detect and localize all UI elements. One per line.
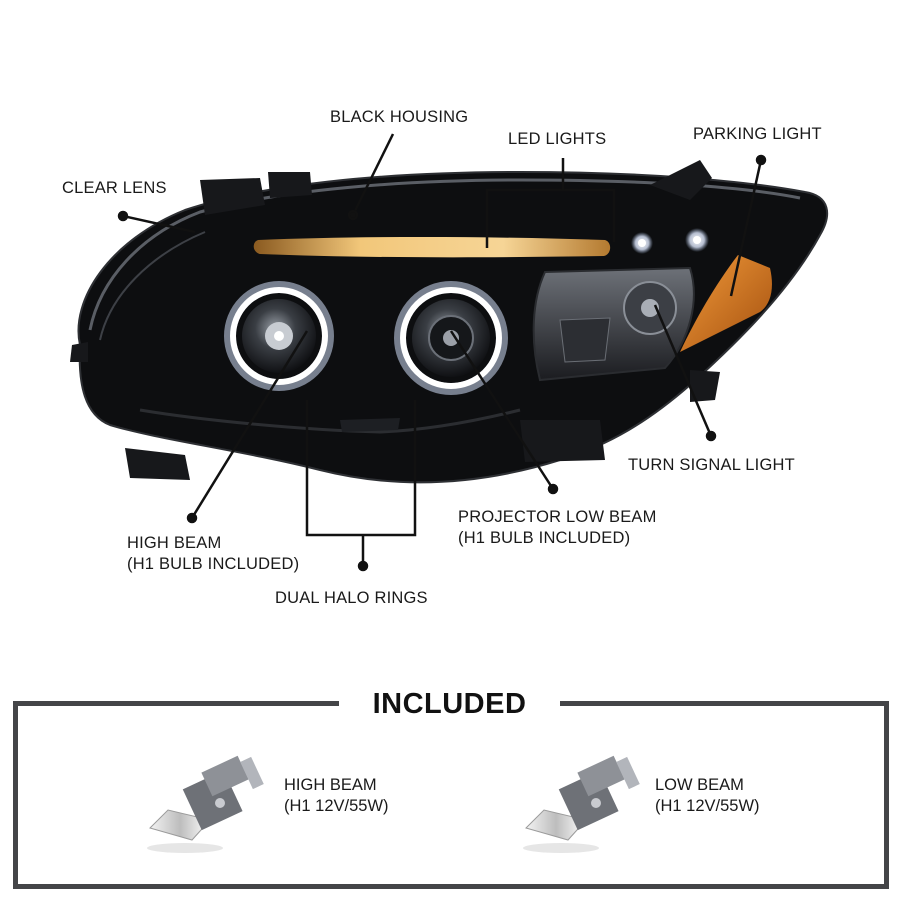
included-item-low-beam: LOW BEAM (H1 12V/55W) xyxy=(655,775,760,817)
label-turn-signal-light: TURN SIGNAL LIGHT xyxy=(628,456,795,474)
included-item-line1: LOW BEAM xyxy=(655,776,744,794)
low-beam-halo xyxy=(400,287,502,389)
leader-high-beam xyxy=(190,330,309,519)
included-item-line2: (H1 12V/55W) xyxy=(655,797,760,815)
included-frame-top-left xyxy=(13,701,339,706)
leader-led-lights xyxy=(485,188,616,248)
included-item-line1: HIGH BEAM xyxy=(284,776,377,794)
label-high-beam-line1: HIGH BEAM xyxy=(127,534,222,552)
label-high-beam: HIGH BEAM (H1 BULB INCLUDED) xyxy=(127,533,299,575)
leader-dual-halo xyxy=(305,400,417,537)
label-black-housing: BLACK HOUSING xyxy=(330,108,469,126)
led-strip xyxy=(253,237,611,258)
label-led-lights: LED LIGHTS xyxy=(508,130,607,148)
label-projector-low-beam: PROJECTOR LOW BEAM (H1 BULB INCLUDED) xyxy=(458,507,657,549)
label-high-beam-line2: (H1 BULB INCLUDED) xyxy=(127,555,300,573)
included-title: INCLUDED xyxy=(372,688,527,720)
included-frame xyxy=(13,706,889,889)
label-projector-line1: PROJECTOR LOW BEAM xyxy=(458,508,657,526)
h1-bulb-icon xyxy=(523,755,640,853)
label-projector-line2: (H1 BULB INCLUDED) xyxy=(458,529,631,547)
included-frame-top-right xyxy=(560,701,889,706)
included-item-high-beam: HIGH BEAM (H1 12V/55W) xyxy=(284,775,389,817)
leader-parking-light xyxy=(729,159,763,297)
leader-clear-lens xyxy=(122,214,196,234)
leader-turn-signal xyxy=(653,304,713,437)
label-parking-light: PARKING LIGHT xyxy=(693,125,822,143)
included-item-line2: (H1 12V/55W) xyxy=(284,797,389,815)
label-dual-halo-rings: DUAL HALO RINGS xyxy=(275,589,428,607)
leader-black-housing xyxy=(351,133,395,216)
h1-bulb-icon xyxy=(147,755,264,853)
high-beam-halo xyxy=(230,287,328,385)
label-clear-lens: CLEAR LENS xyxy=(62,179,167,197)
leader-projector-low-beam xyxy=(449,330,555,490)
amber-corner xyxy=(680,255,772,352)
